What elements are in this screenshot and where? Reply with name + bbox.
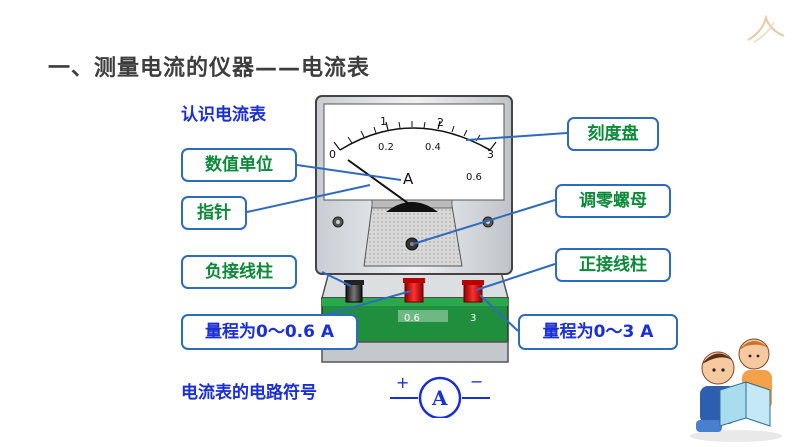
corner-flourish-decoration (747, 14, 785, 43)
unit-letter: A (403, 170, 414, 188)
negative-terminal (344, 280, 364, 303)
terminal-0-6 (403, 278, 425, 303)
scale-dial (333, 120, 497, 151)
scale-lower-1: 0.4 (425, 142, 441, 153)
scale-lower-2: 0.6 (466, 172, 482, 183)
scale-upper-2: 2 (437, 116, 444, 129)
terminal-label-3: 3 (470, 313, 476, 324)
ammeter-circuit-symbol: A + − (390, 372, 490, 418)
callout-pointer: 指针 (181, 196, 247, 230)
callout-scale-dial: 刻度盘 (567, 117, 659, 151)
scale-upper-1: 1 (380, 115, 387, 128)
scale-lower-0: 0.2 (378, 142, 394, 153)
symbol-caption: 电流表的电路符号 (181, 383, 317, 403)
scale-upper-0: 0 (329, 148, 336, 161)
section-subtitle: 认识电流表 (181, 105, 266, 125)
callout-zero-adjust: 调零螺母 (555, 184, 671, 218)
leader-lines (246, 132, 568, 332)
pointer-needle (347, 159, 438, 212)
symbol-letter: A (431, 386, 448, 410)
terminal-label-0-6: 0.6 (404, 313, 420, 324)
page-title: 一、测量电流的仪器——电流表 (48, 56, 371, 81)
callout-positive-terminal: 正接线柱 (555, 248, 671, 282)
callout-unit-label: 数值单位 (181, 148, 297, 182)
symbol-minus: − (470, 372, 483, 391)
meter-body (315, 95, 513, 275)
scale-upper-3: 3 (487, 148, 494, 161)
callout-negative-terminal: 负接线柱 (181, 255, 297, 289)
kids-reading-illustration (690, 338, 782, 442)
symbol-plus: + (396, 373, 409, 392)
callout-range-large: 量程为0～3 A (518, 314, 678, 350)
callout-range-small: 量程为0～0.6 A (181, 314, 358, 350)
terminal-3 (462, 280, 484, 303)
